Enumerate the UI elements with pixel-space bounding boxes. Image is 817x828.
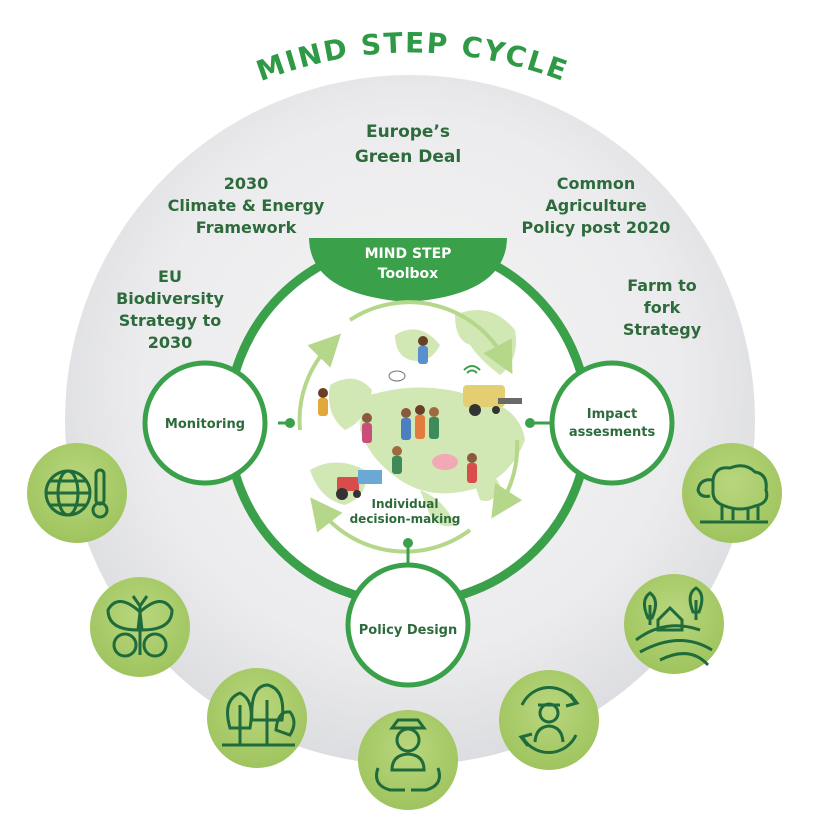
svg-text:Common: Common [557,174,635,193]
connectors [278,418,552,565]
sheep-icon [682,443,782,543]
node-impact-assessments: Impact assesments [549,360,675,486]
combine-harvester-icon [463,385,505,407]
svg-text:Framework: Framework [196,218,297,237]
toolbox-label: MIND STEP Toolbox [365,246,452,282]
svg-text:MIND STEP: MIND STEP [365,246,452,262]
svg-text:Individual: Individual [372,497,439,511]
sheep-small-icon [388,370,406,382]
globe-thermometer-icon [27,443,127,543]
butterfly-icon [90,577,190,677]
svg-text:assesments: assesments [569,425,656,440]
svg-text:Agriculture: Agriculture [545,196,647,215]
farmer-hands-icon [358,710,458,810]
svg-text:Climate & Energy: Climate & Energy [168,196,325,215]
svg-text:Europe’s: Europe’s [366,122,450,142]
farm-scene [318,336,522,500]
svg-text:fork: fork [644,298,681,317]
svg-text:2030: 2030 [148,333,193,352]
people-group [318,336,477,483]
svg-text:2030: 2030 [224,174,269,193]
toolbox-cap [309,238,507,302]
svg-text:Impact: Impact [587,407,637,422]
node-monitoring: Monitoring [142,360,268,486]
svg-text:Toolbox: Toolbox [378,266,438,282]
node-policy-design: Policy Design [345,562,471,688]
svg-text:Strategy to: Strategy to [119,311,221,330]
trees-icon [207,668,307,768]
svg-text:Farm to: Farm to [627,276,697,295]
center-label: Individual decision-making [350,497,461,526]
svg-text:EU: EU [158,267,182,286]
svg-text:Policy post 2020: Policy post 2020 [522,218,671,237]
policy-biodiversity: EU Biodiversity Strategy to 2030 [116,267,224,352]
policy-cap: Common Agriculture Policy post 2020 [522,174,671,237]
svg-text:Green Deal: Green Deal [355,147,461,167]
svg-text:decision-making: decision-making [350,512,461,526]
policy-farm-to-fork: Farm to fork Strategy [623,276,702,339]
svg-text:Policy Design: Policy Design [359,623,457,638]
policy-green-deal: Europe’s Green Deal [355,122,461,167]
farmer-cycle-icon [499,670,599,770]
policy-climate-energy: 2030 Climate & Energy Framework [168,174,325,237]
pig-icon [432,454,458,470]
farm-landscape-icon [624,574,724,674]
svg-text:Strategy: Strategy [623,320,702,339]
wifi-icon [463,365,481,374]
svg-text:Monitoring: Monitoring [165,417,245,432]
svg-text:Biodiversity: Biodiversity [116,289,224,308]
cycle-arrows [297,300,523,554]
tractor-icon [337,477,359,491]
